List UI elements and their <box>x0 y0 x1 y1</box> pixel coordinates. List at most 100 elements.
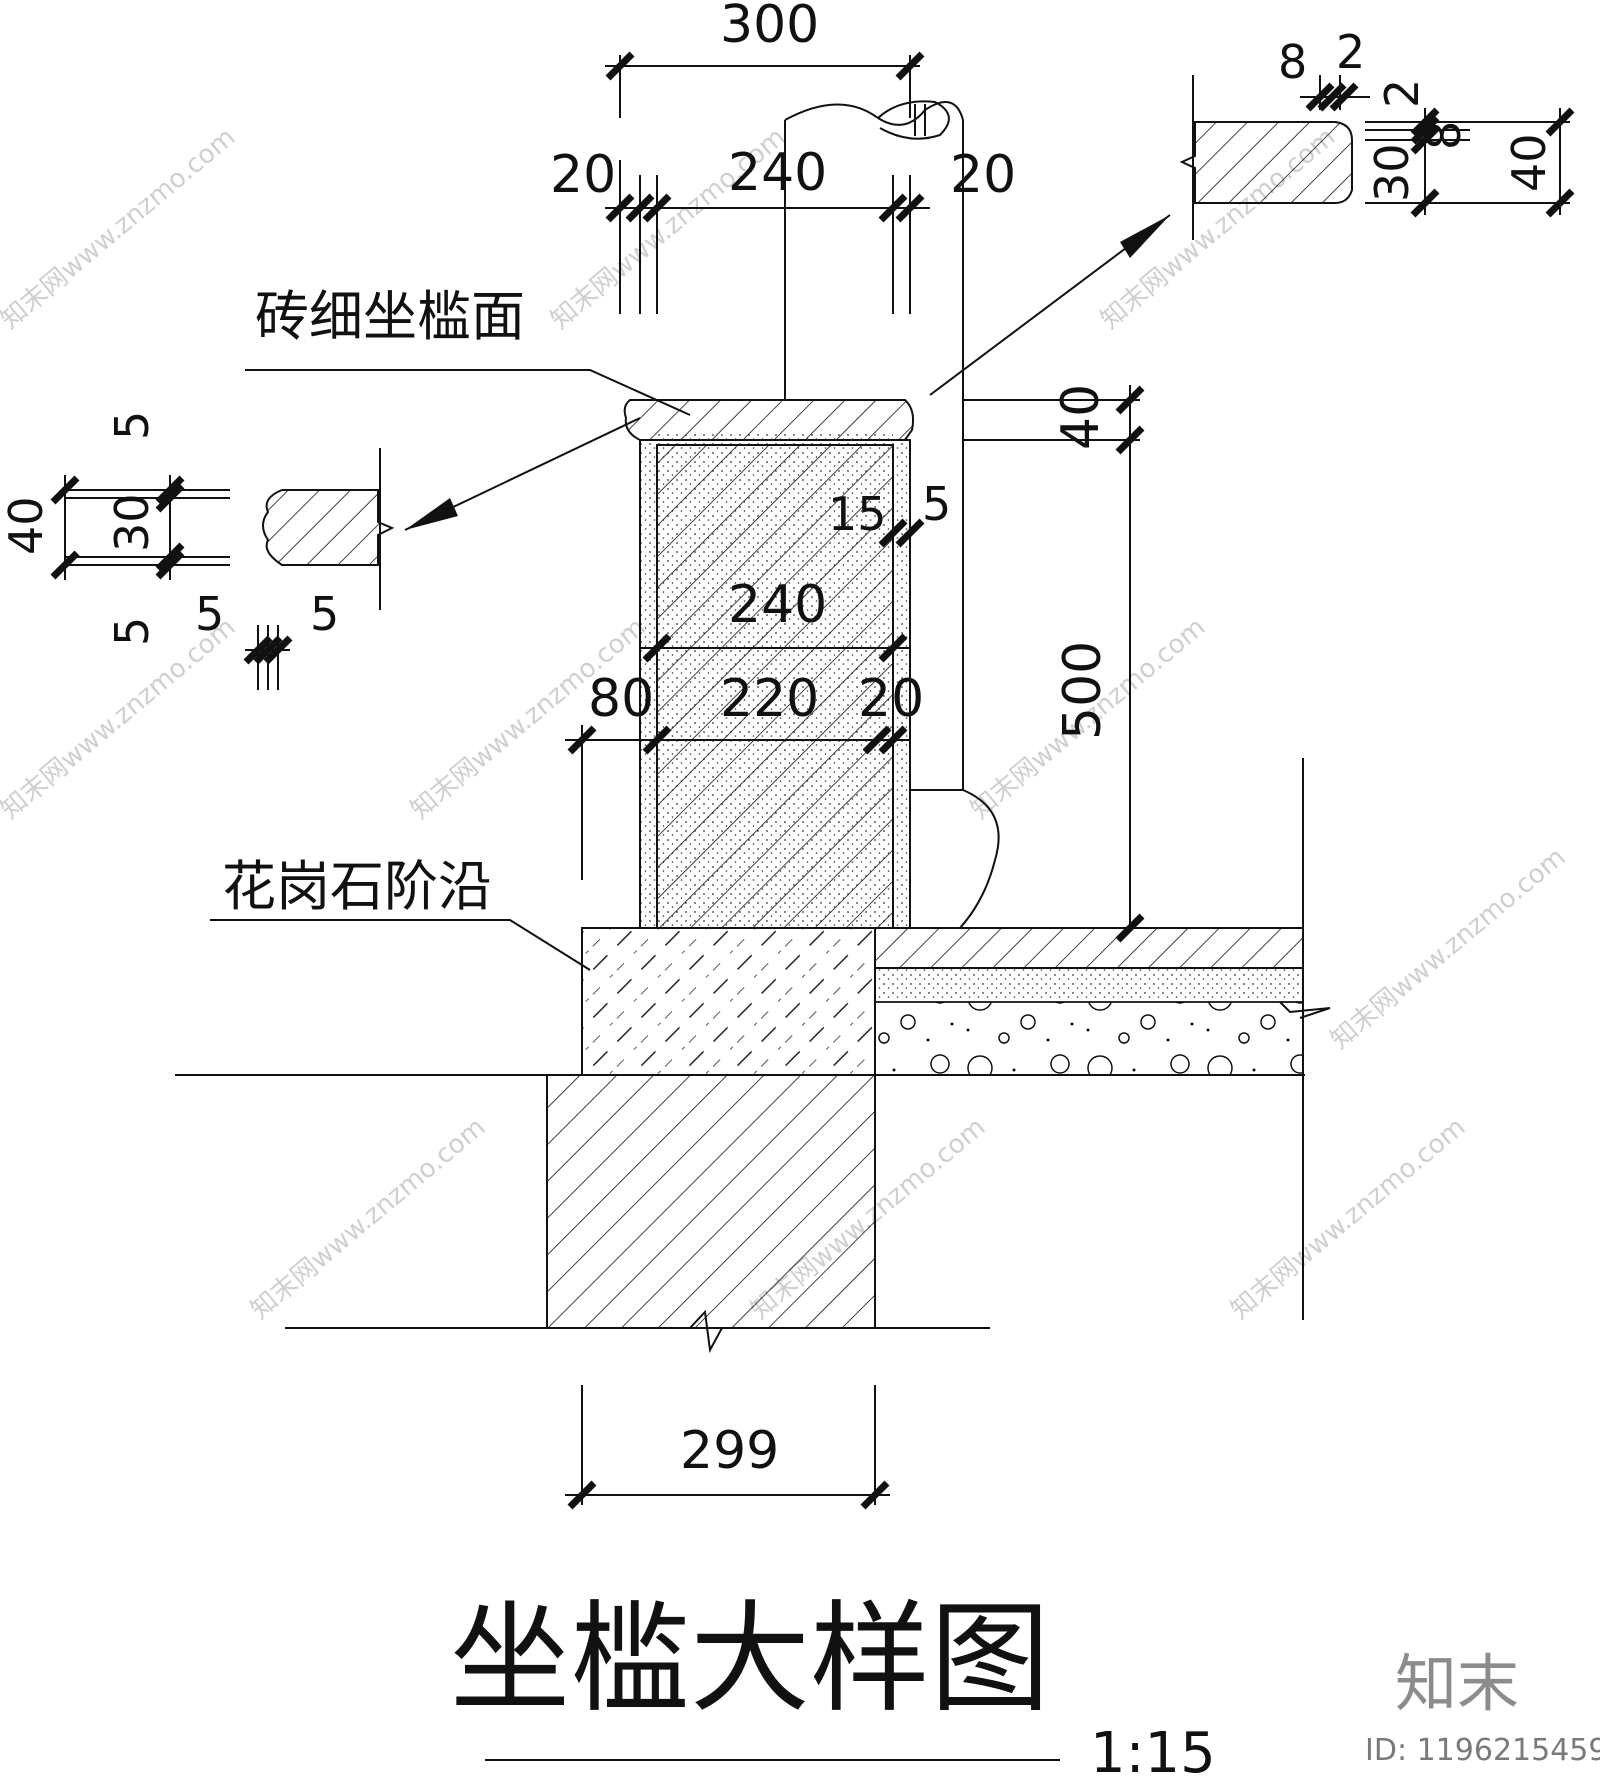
dim-tick <box>567 725 597 755</box>
arrow-head <box>405 498 458 530</box>
floor-concrete-layer <box>874 1001 1304 1076</box>
dim-label-40-right: 40 <box>1502 133 1556 192</box>
dim-label-30-left: 30 <box>105 493 159 552</box>
dim-tick <box>243 635 273 665</box>
column-foot <box>910 789 1000 929</box>
dim-label-5-side: 5 <box>922 477 951 531</box>
dim-tick <box>878 725 908 755</box>
dim-label-15: 15 <box>828 487 887 541</box>
watermark-text: 知末网www.znzmo.com <box>1225 1112 1471 1325</box>
drawing-scale: 1:15 <box>1090 1721 1216 1786</box>
dim-tick <box>1545 107 1575 137</box>
dim-tick <box>253 635 283 665</box>
dim-label-8-right-b: 8 <box>1417 121 1471 150</box>
dim-label-300: 300 <box>720 0 819 55</box>
right-profile-detail: 8 2 2 8 30 40 <box>929 25 1575 396</box>
dim-tick <box>860 1480 890 1510</box>
foundation-block <box>546 1074 876 1329</box>
dim-label-8-right: 8 <box>1278 35 1307 89</box>
dim-tick <box>1410 115 1440 145</box>
dim-tick <box>1410 107 1440 137</box>
brand-block: 知末 ID: 1196215459 <box>1365 1647 1600 1768</box>
granite-step-edge <box>581 927 876 1076</box>
dim-tick <box>155 542 185 572</box>
dim-label-220: 220 <box>720 669 819 729</box>
label-seat-top: 砖细坐槛面 <box>255 285 525 348</box>
arrow-head <box>1120 215 1170 258</box>
leader-seat-top <box>245 369 691 416</box>
dim-tick <box>642 193 672 223</box>
dim-label-30-right: 30 <box>1365 143 1419 202</box>
break-mark <box>689 1309 723 1354</box>
floor-tile-layer <box>874 927 1304 969</box>
left-profile-shape <box>262 489 395 566</box>
dim-label-5-left-bottom: 5 <box>105 617 159 646</box>
watermark-text: 知末网www.znzmo.com <box>0 122 241 335</box>
dim-label-20-base: 20 <box>858 669 924 729</box>
dim-tick <box>1545 188 1575 218</box>
dim-label-2-right-b: 2 <box>1375 79 1429 108</box>
dim-label-240-body: 240 <box>728 575 827 635</box>
image-id: ID: 1196215459 <box>1365 1733 1600 1768</box>
dim-tick <box>1305 82 1335 112</box>
dim-label-500: 500 <box>1053 641 1113 740</box>
column-top-break <box>784 101 964 126</box>
label-layer: 砖细坐槛面 花岗石阶沿 <box>210 285 691 971</box>
right-profile-shape <box>1179 121 1353 204</box>
seat-wall-brick <box>656 444 894 929</box>
brand-logo: 知末 <box>1395 1647 1519 1720</box>
dim-label-5-bottom-a: 5 <box>195 587 224 641</box>
dim-tick <box>878 518 908 548</box>
floor-mortar-layer <box>874 967 1304 1003</box>
dim-label-5-bottom-b: 5 <box>310 587 339 641</box>
dim-label-5-left-top: 5 <box>105 411 159 440</box>
watermark-text: 知末网www.znzmo.com <box>1325 842 1571 1055</box>
left-profile-detail: 5 40 30 5 5 5 <box>0 411 641 690</box>
dim-tick <box>1115 913 1145 943</box>
dim-tick <box>642 633 672 663</box>
dim-tick <box>1115 425 1145 455</box>
main-section <box>175 100 1331 1354</box>
drawing-title: 坐槛大样图 <box>450 1590 1050 1729</box>
label-granite-edge: 花岗石阶沿 <box>222 855 492 918</box>
dim-tick <box>878 633 908 663</box>
dim-tick <box>50 475 80 505</box>
dim-label-40-cap: 40 <box>1051 384 1111 450</box>
dim-tick <box>567 1480 597 1510</box>
dim-tick <box>878 193 908 223</box>
dim-tick <box>155 475 185 505</box>
dim-tick <box>605 51 635 81</box>
dim-label-2-right: 2 <box>1336 25 1365 79</box>
seat-cap-bed <box>657 432 893 442</box>
dim-tick <box>155 550 185 580</box>
seat-cap <box>623 399 915 441</box>
leader-granite-edge <box>210 919 591 971</box>
dim-label-40-left: 40 <box>0 496 53 555</box>
dim-tick <box>605 193 635 223</box>
dim-label-299: 299 <box>680 1421 779 1481</box>
watermark-text: 知末网www.znzmo.com <box>245 1112 491 1325</box>
dim-tick <box>1410 125 1440 155</box>
dimension-layer: 300 20 240 20 40 500 15 5 240 <box>550 0 1145 1510</box>
dim-tick <box>625 193 655 223</box>
dim-tick <box>1115 385 1145 415</box>
dim-label-20-left: 20 <box>550 145 616 205</box>
dim-label-20-right: 20 <box>950 145 1016 205</box>
floor-break-mark <box>1279 1001 1331 1019</box>
dim-label-240-top: 240 <box>728 143 827 203</box>
dim-tick <box>1317 82 1347 112</box>
title-block: 坐槛大样图 1:15 <box>450 1590 1216 1786</box>
dim-label-80: 80 <box>588 669 654 729</box>
dim-tick <box>155 483 185 513</box>
dim-tick <box>1410 188 1440 218</box>
dim-tick <box>50 550 80 580</box>
dim-tick <box>1329 82 1359 112</box>
dim-tick <box>862 725 892 755</box>
dim-tick <box>895 518 925 548</box>
column-round-top <box>877 100 950 140</box>
dim-tick <box>895 193 925 223</box>
dim-tick <box>642 725 672 755</box>
dim-tick <box>263 635 293 665</box>
dim-tick <box>895 51 925 81</box>
